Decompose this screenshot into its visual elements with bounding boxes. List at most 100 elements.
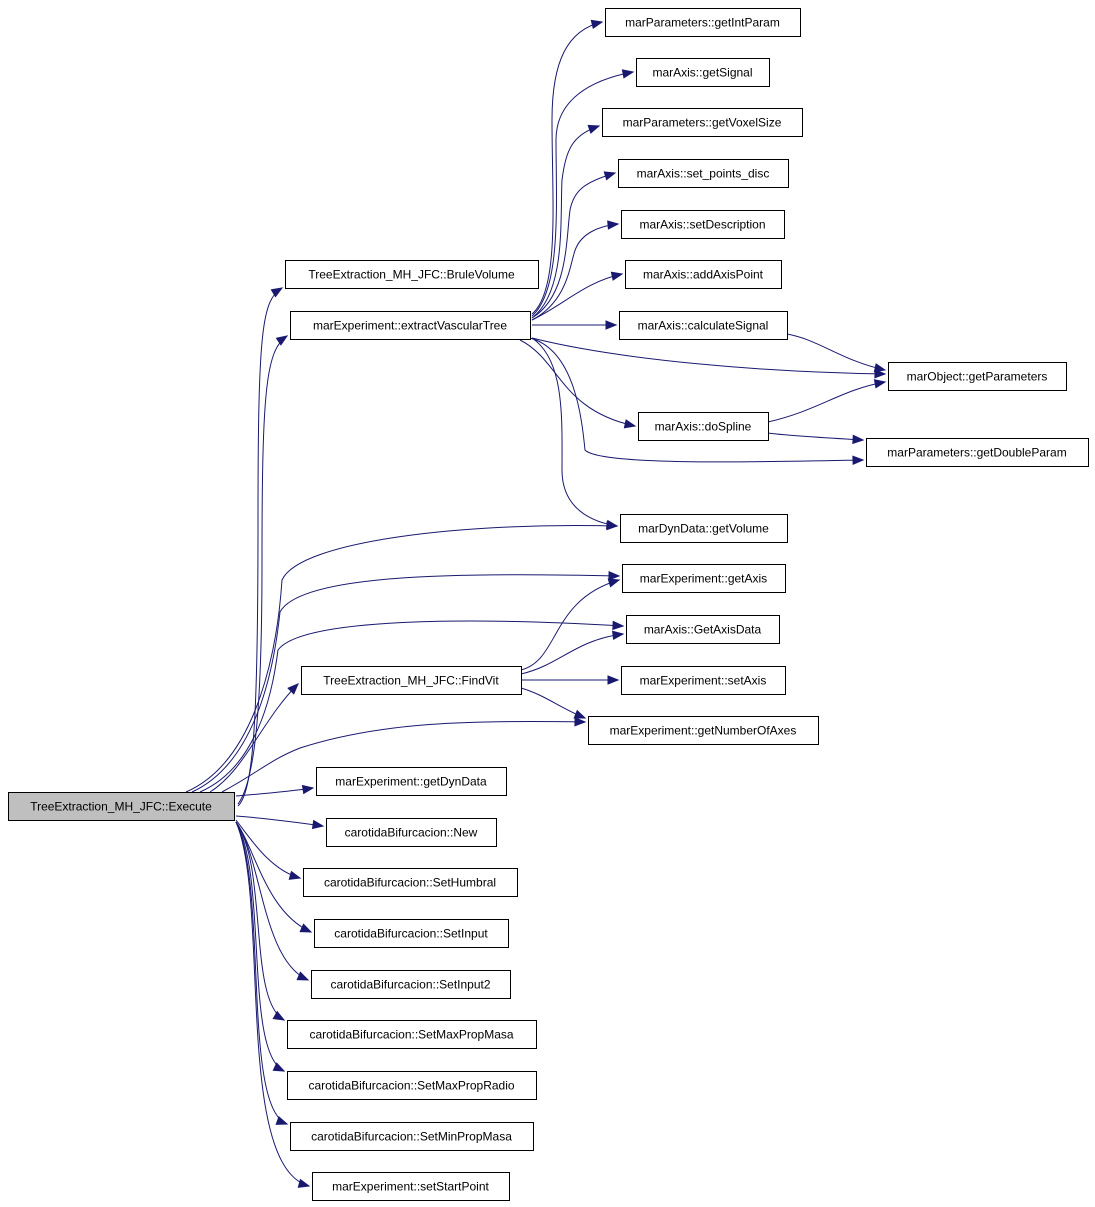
node-getParameters[interactable]: marObject::getParameters [888, 362, 1067, 391]
node-setPointsDisc[interactable]: marAxis::set_points_disc [618, 159, 789, 188]
node-findVit[interactable]: TreeExtraction_MH_JFC::FindVit [301, 666, 522, 695]
node-box[interactable] [866, 438, 1089, 467]
node-label: carotidaBifurcacion::SetMinPropMasa [311, 1130, 512, 1144]
node-execute[interactable]: TreeExtraction_MH_JFC::Execute [8, 792, 235, 821]
node-box[interactable] [285, 260, 539, 289]
node-setMaxPropRadio[interactable]: carotidaBifurcacion::SetMaxPropRadio [287, 1071, 537, 1100]
node-label: marExperiment::getDynData [335, 775, 487, 789]
node-box[interactable] [287, 1020, 537, 1049]
node-label: carotidaBifurcacion::SetHumbral [324, 876, 496, 890]
edge-execute-to-getAxis [191, 574, 620, 793]
node-label: carotidaBifurcacion::New [345, 826, 478, 840]
edge-execute-to-setMaxPropRadio [235, 821, 285, 1072]
arrowhead-setMaxPropMasa [272, 1010, 286, 1021]
node-getSignal[interactable]: marAxis::getSignal [636, 58, 770, 87]
arrowhead-extractVascularTree [275, 335, 289, 346]
node-getNumberOfAxes[interactable]: marExperiment::getNumberOfAxes [588, 716, 819, 745]
node-label: marAxis::doSpline [655, 420, 752, 434]
edge-execute-to-setInput [235, 821, 312, 933]
node-label: marObject::getParameters [907, 370, 1048, 384]
arrowhead-addAxisPoint [610, 271, 624, 281]
node-doSpline[interactable]: marAxis::doSpline [638, 412, 769, 441]
node-calculateSignal[interactable]: marAxis::calculateSignal [619, 311, 788, 340]
node-box[interactable] [290, 311, 531, 340]
edge-execute-to-getVolume [185, 524, 618, 793]
arrowhead-getParameters [873, 379, 887, 389]
node-box[interactable] [314, 919, 509, 948]
node-box[interactable] [626, 615, 780, 644]
node-setStartPoint[interactable]: marExperiment::setStartPoint [312, 1172, 510, 1201]
node-box[interactable] [8, 792, 235, 821]
node-setMinPropMasa[interactable]: carotidaBifurcacion::SetMinPropMasa [290, 1122, 534, 1151]
node-box[interactable] [636, 58, 770, 87]
node-box[interactable] [303, 868, 518, 897]
node-label: TreeExtraction_MH_JFC::Execute [30, 800, 212, 814]
node-box[interactable] [287, 1071, 537, 1100]
node-getDoubleParam[interactable]: marParameters::getDoubleParam [866, 438, 1089, 467]
edge-execute-to-setMaxPropMasa [235, 821, 285, 1021]
node-setHumbral[interactable]: carotidaBifurcacion::SetHumbral [303, 868, 518, 897]
node-setMaxPropMasa[interactable]: carotidaBifurcacion::SetMaxPropMasa [287, 1020, 537, 1049]
call-graph-nodes: TreeExtraction_MH_JFC::Execute TreeExtrac… [8, 8, 1089, 1201]
node-box[interactable] [312, 1172, 510, 1201]
edge-findVit-to-getAxisData [520, 633, 624, 675]
edge-execute-to-setStartPoint [235, 821, 310, 1187]
node-label: marExperiment::getAxis [640, 572, 767, 586]
node-box[interactable] [316, 767, 507, 796]
node-getIntParam[interactable]: marParameters::getIntParam [605, 8, 801, 37]
node-box[interactable] [622, 564, 786, 593]
node-box[interactable] [888, 362, 1067, 391]
node-box[interactable] [602, 108, 803, 137]
arrowhead-getIntParam [590, 19, 604, 30]
node-setDescription[interactable]: marAxis::setDescription [621, 210, 785, 239]
node-box[interactable] [619, 311, 788, 340]
arrowhead-getVoxelSize [587, 124, 601, 134]
node-setInput2[interactable]: carotidaBifurcacion::SetInput2 [311, 970, 511, 999]
arrowhead-getParameters [873, 363, 887, 373]
node-box[interactable] [605, 8, 801, 37]
arrowhead-findVit [287, 683, 299, 695]
node-extractVascularTree[interactable]: marExperiment::extractVascularTree [290, 311, 531, 340]
arrowhead-getAxis [608, 571, 621, 581]
edge-extractVascularTree-to-addAxisPoint [531, 273, 623, 321]
edge-findVit-to-getNumberOfAxes [520, 687, 586, 719]
node-box[interactable] [620, 514, 788, 543]
node-label: marExperiment::setStartPoint [332, 1180, 489, 1194]
node-addAxisPoint[interactable]: marAxis::addAxisPoint [625, 260, 782, 289]
node-newBif[interactable]: carotidaBifurcacion::New [326, 818, 497, 847]
node-box[interactable] [621, 210, 785, 239]
node-box[interactable] [588, 716, 819, 745]
node-box[interactable] [638, 412, 769, 441]
arrowhead-getNumberOfAxes [574, 717, 587, 727]
edge-doSpline-to-getParameters [767, 381, 886, 423]
node-label: TreeExtraction_MH_JFC::BruleVolume [308, 268, 515, 282]
node-box[interactable] [621, 666, 786, 695]
edge-extractVascularTree-to-setDescription [531, 223, 619, 321]
edge-extractVascularTree-to-getDoubleParam [529, 337, 864, 463]
node-getAxisData[interactable]: marAxis::GetAxisData [626, 615, 780, 644]
arrowhead-bruleVolume [270, 287, 284, 298]
node-setAxis[interactable]: marExperiment::setAxis [621, 666, 786, 695]
arrowhead-getVolume [605, 519, 619, 529]
arrowhead-setStartPoint [297, 1178, 311, 1188]
node-getVolume[interactable]: marDynData::getVolume [620, 514, 788, 543]
arrowhead-setMaxPropRadio [272, 1062, 286, 1072]
node-box[interactable] [311, 970, 511, 999]
node-box[interactable] [618, 159, 789, 188]
node-box[interactable] [290, 1122, 534, 1151]
node-box[interactable] [625, 260, 782, 289]
node-bruleVolume[interactable]: TreeExtraction_MH_JFC::BruleVolume [285, 260, 539, 289]
arrowhead-getDynData [301, 784, 315, 795]
node-label: marAxis::set_points_disc [637, 167, 770, 181]
node-label: marAxis::GetAxisData [644, 623, 762, 637]
node-getAxis[interactable]: marExperiment::getAxis [622, 564, 786, 593]
node-getVoxelSize[interactable]: marParameters::getVoxelSize [602, 108, 803, 137]
node-getDynData[interactable]: marExperiment::getDynData [316, 767, 507, 796]
node-box[interactable] [326, 818, 497, 847]
node-setInput[interactable]: carotidaBifurcacion::SetInput [314, 919, 509, 948]
arrowhead-getSignal [621, 69, 635, 79]
edge-findVit-to-getAxis [520, 579, 620, 671]
edge-execute-to-getAxisData [199, 620, 624, 793]
node-box[interactable] [301, 666, 522, 695]
edge-calculateSignal-to-getParameters [786, 333, 886, 371]
